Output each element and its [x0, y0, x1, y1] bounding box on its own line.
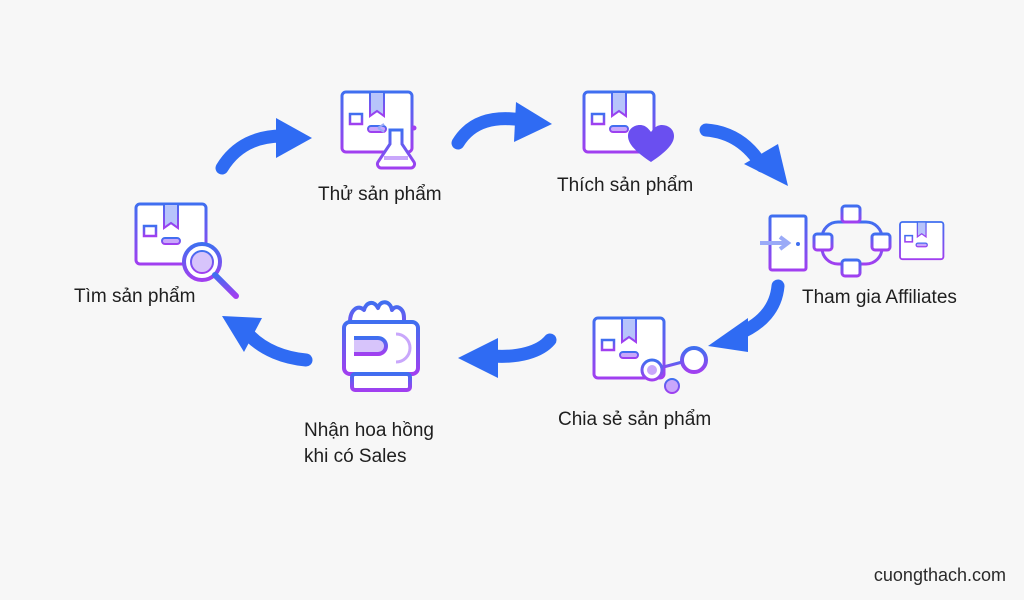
find-product-icon	[134, 202, 239, 299]
magnifier-icon	[182, 242, 239, 299]
step-share-label: Chia sẻ sản phẩm	[558, 409, 712, 430]
share-product-icon	[592, 316, 708, 394]
network-icon	[812, 204, 892, 278]
step-commission-line2: khi có Sales	[304, 446, 407, 467]
flask-icon	[375, 123, 417, 170]
step-find-label: Tìm sản phẩm	[74, 286, 196, 307]
watermark: cuongthach.com	[873, 565, 1006, 585]
money-hand-icon	[342, 300, 420, 392]
arrow-try-to-like	[451, 102, 552, 150]
try-product-icon	[340, 90, 417, 170]
arrow-commission-to-find	[222, 316, 313, 367]
step-commission-line1: Nhận hoa hồng	[304, 420, 434, 441]
arrow-join-to-share	[708, 279, 785, 352]
like-product-icon	[582, 90, 674, 162]
join-affiliates-icon	[760, 204, 945, 278]
step-commission-label: Nhận hoa hồng khi có Sales	[304, 418, 434, 470]
step-join-label: Tham gia Affiliates	[802, 287, 957, 308]
arrow-find-to-try	[215, 118, 312, 175]
door-icon	[760, 214, 808, 272]
step-try-label: Thử sản phẩm	[318, 184, 442, 205]
share-icon	[640, 346, 708, 394]
heart-icon	[628, 125, 674, 162]
arrow-share-to-commission	[458, 333, 557, 378]
step-like-label: Thích sản phẩm	[557, 175, 694, 196]
arrow-like-to-join	[699, 123, 788, 186]
